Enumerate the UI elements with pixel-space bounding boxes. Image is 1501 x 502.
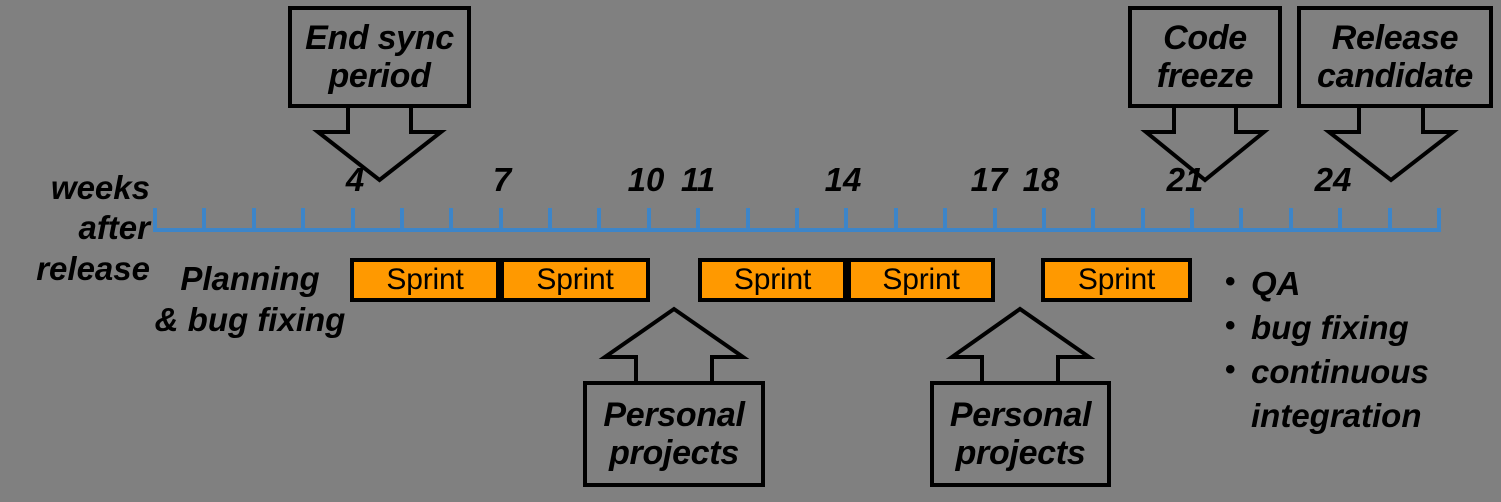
callout-code-freeze-text: Code freeze [1132, 19, 1278, 95]
axis-tick-9 [597, 208, 602, 232]
callout-line-1: Release [1331, 18, 1459, 57]
sprint-label: Sprint [386, 263, 464, 296]
arrow-personal-projects-1-icon [598, 306, 750, 383]
axis-label-17: 17 [970, 161, 1008, 198]
axis-tick-19 [1091, 208, 1096, 232]
callout-personal-projects-1: Personal projects [583, 381, 765, 487]
axis-tick-24 [1338, 208, 1343, 232]
axis-tick-1 [202, 208, 207, 232]
callout-code-freeze: Code freeze [1128, 6, 1282, 108]
axis-tick-0 [153, 208, 157, 232]
arrow-personal-projects-2-icon [945, 306, 1096, 383]
axis-tick-25 [1387, 208, 1392, 232]
bullet-text: continuous integration [1251, 352, 1429, 434]
list-item: • bug fixing [1225, 306, 1495, 350]
axis-tick-6 [449, 208, 454, 232]
axis-tick-23 [1288, 208, 1293, 232]
callout-line-1: Personal [603, 395, 745, 434]
axis-tick-11 [696, 208, 701, 232]
callout-release-candidate: Release candidate [1297, 6, 1493, 108]
axis-tick-17 [992, 208, 997, 232]
sprint-label: Sprint [536, 263, 614, 296]
bullet-text: bug fixing [1251, 308, 1409, 346]
axis-tick-21 [1190, 208, 1195, 232]
callout-line-2: projects [955, 434, 1086, 472]
axis-tick-4 [350, 208, 355, 232]
list-item: • continuous integration [1225, 350, 1495, 438]
arrow-code-freeze-icon [1140, 106, 1270, 183]
axis-tick-12 [745, 208, 750, 232]
axis-tick-10 [646, 208, 651, 232]
callout-line-2: candidate [1316, 57, 1473, 95]
axis-tick-3 [301, 208, 306, 232]
callout-end-sync-period: End sync period [288, 6, 471, 108]
axis-tick-22 [1239, 208, 1244, 232]
bullet-text: QA [1251, 265, 1301, 302]
arrow-release-candidate-icon [1323, 106, 1459, 183]
axis-tick-8 [548, 208, 553, 232]
axis-label-14: 14 [824, 161, 862, 198]
axis-tick-14 [844, 208, 849, 232]
callout-line-2: freeze [1156, 57, 1254, 95]
axis-label-4: 4 [345, 161, 365, 198]
axis-tick-15 [893, 208, 898, 232]
arrow-end-sync-period-icon [312, 106, 447, 183]
callout-line-2: period [328, 57, 431, 95]
axis-title: weeks after release [0, 168, 150, 289]
axis-tick-16 [943, 208, 948, 232]
bullet-marker-icon: • [1225, 352, 1236, 386]
callout-personal-projects-1-text: Personal projects [587, 396, 761, 472]
callout-line-1: Code [1163, 18, 1247, 57]
axis-title-line-3: release [36, 249, 150, 287]
callout-line-1: Personal [949, 395, 1092, 434]
axis-tick-26 [1437, 208, 1441, 232]
axis-title-line-1: weeks [50, 169, 150, 206]
axis-title-line-2: after [78, 209, 150, 247]
axis-label-21: 21 [1166, 161, 1204, 198]
axis-label-11: 11 [680, 161, 716, 198]
callout-line-2: projects [609, 434, 739, 472]
axis-tick-18 [1041, 208, 1046, 232]
planning-line-2: & bug fixing [154, 301, 346, 339]
axis-tick-7 [498, 208, 503, 232]
callout-personal-projects-2-text: Personal projects [934, 396, 1107, 472]
axis-tick-2 [251, 208, 256, 232]
axis-tick-20 [1140, 208, 1145, 232]
axis-tick-13 [795, 208, 799, 232]
planning-label: Planning & bug fixing [152, 258, 348, 341]
callout-personal-projects-2: Personal projects [930, 381, 1111, 487]
planning-line-1: Planning [180, 260, 320, 297]
axis-tick-5 [399, 208, 404, 232]
list-item: • QA [1225, 262, 1495, 306]
sprint-label: Sprint [882, 263, 960, 296]
sprint-box-5[interactable]: Sprint [1041, 258, 1192, 302]
sprint-box-2[interactable]: Sprint [500, 258, 650, 302]
sprint-box-3[interactable]: Sprint [698, 258, 847, 302]
bullet-marker-icon: • [1225, 265, 1236, 298]
axis-label-10: 10 [627, 161, 665, 198]
callout-line-1: End sync [305, 18, 454, 57]
bullet-list: • QA • bug fixing • continuous integrati… [1225, 262, 1495, 438]
axis-label-18: 18 [1022, 161, 1060, 198]
bullet-marker-icon: • [1225, 308, 1236, 342]
sprint-box-1[interactable]: Sprint [350, 258, 500, 302]
callout-end-sync-period-text: End sync period [292, 19, 467, 95]
axis-label-7: 7 [492, 161, 512, 198]
sprint-label: Sprint [733, 263, 812, 296]
callout-release-candidate-text: Release candidate [1301, 19, 1489, 95]
sprint-label: Sprint [1077, 263, 1156, 296]
sprint-box-4[interactable]: Sprint [847, 258, 995, 302]
axis-label-24: 24 [1314, 161, 1352, 198]
